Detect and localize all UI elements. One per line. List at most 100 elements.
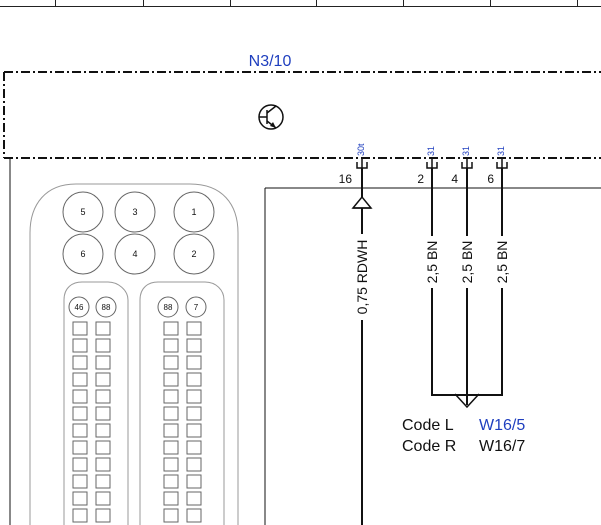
connector-pin-slot — [95, 457, 111, 472]
connector-face — [29, 183, 239, 525]
connector-pin-slot — [186, 338, 202, 353]
connector-cavity-label: 1 — [191, 207, 196, 217]
connector-pin-slot — [186, 440, 202, 455]
wire-labels: 0,75 RDWH 2,5 BN 2,5 BN 2,5 BN — [354, 234, 510, 320]
connector-pin-slot — [95, 474, 111, 489]
connector-pin-slot — [186, 389, 202, 404]
connector-pin-slot — [186, 474, 202, 489]
connector-pin-slot — [72, 508, 88, 523]
component-label: N3/10 — [249, 53, 292, 70]
connector-pin-slot — [163, 457, 179, 472]
connector-pin-slot — [72, 372, 88, 387]
connector-pin-slot — [72, 457, 88, 472]
pin-numbers: 16 2 4 6 — [339, 172, 495, 186]
top-table-row — [0, 0, 601, 7]
connector-cavity-label: 7 — [194, 303, 199, 312]
connector-pin-slot — [186, 423, 202, 438]
connector-cavity — [173, 191, 215, 233]
connector-pin-slot — [72, 440, 88, 455]
connector-cavity — [95, 296, 117, 318]
pin-stubs — [356, 158, 508, 169]
connector-strip-right — [139, 281, 225, 525]
connector-pin-slot — [95, 440, 111, 455]
connector-pin-slot — [72, 338, 88, 353]
connector-pin-slot — [95, 338, 111, 353]
code-ref: W16/5 — [479, 417, 525, 434]
connector-cavity — [114, 233, 156, 275]
connector-pin-slot — [163, 423, 179, 438]
connector-pin-slot — [72, 491, 88, 506]
connector-cavity-label: 5 — [80, 207, 85, 217]
connector-cavities: 5 3 1 6 4 2 46 88 88 7 — [62, 191, 215, 318]
connector-cavity-label: 88 — [102, 303, 111, 312]
pin-signal-label: 31 — [496, 146, 506, 156]
pin-number: 4 — [451, 172, 458, 186]
code-label: Code L — [402, 417, 454, 434]
pin-signal-label: 31 — [461, 146, 471, 156]
wire-label: 0,75 RDWH — [354, 240, 370, 315]
connector-cavity — [157, 296, 179, 318]
pin-signal-labels: 30t 31 31 31 — [356, 143, 506, 156]
connector-cavity-label: 88 — [164, 303, 173, 312]
connector-pin-slot — [186, 321, 202, 336]
wire-label: 2,5 BN — [459, 241, 475, 284]
connector-pin-slot — [95, 491, 111, 506]
connector-pin-slot — [72, 406, 88, 421]
connector-pin-slot — [186, 372, 202, 387]
connector-cavity-label: 46 — [75, 303, 84, 312]
connector-pin-slot — [163, 372, 179, 387]
component-box — [3, 71, 601, 159]
connector-pin-slot — [72, 474, 88, 489]
connector-pin-slot — [72, 321, 88, 336]
connector-cavity — [185, 296, 207, 318]
pin-signal-label: 31 — [426, 146, 436, 156]
connector-pin-slot — [163, 355, 179, 370]
transistor-symbol-icon — [258, 104, 284, 130]
connector-pin-slot — [95, 508, 111, 523]
connector-pin-slot — [163, 508, 179, 523]
pin-number: 2 — [417, 172, 424, 186]
connector-cavity-label: 2 — [191, 249, 196, 259]
connector-pin-slot — [95, 423, 111, 438]
connector-pin-slot — [95, 321, 111, 336]
direction-marker-icon — [351, 195, 373, 209]
connector-pin-slot — [72, 389, 88, 404]
connector-pin-slot — [163, 389, 179, 404]
connector-cavity-label: 6 — [80, 249, 85, 259]
connector-pin-slot — [72, 423, 88, 438]
connector-pin-slot — [95, 406, 111, 421]
connector-pin-slot — [186, 491, 202, 506]
splice-arrow — [454, 393, 480, 409]
connector-pin-grid — [72, 321, 202, 523]
connector-pin-slot — [186, 406, 202, 421]
connector-cavity — [114, 191, 156, 233]
connector-pin-slot — [163, 338, 179, 353]
wire-label: 2,5 BN — [424, 241, 440, 284]
connector-pin-slot — [95, 355, 111, 370]
connector-strip-left — [63, 281, 129, 525]
wires — [361, 168, 503, 525]
connector-cavity — [62, 191, 104, 233]
connector-cavity — [62, 233, 104, 275]
connector-pin-slot — [186, 457, 202, 472]
pin-signal-label: 30t — [356, 143, 366, 156]
connector-pin-slot — [163, 406, 179, 421]
code-references: Code L W16/5 Code R W16/7 — [402, 417, 525, 455]
connector-pin-slot — [163, 440, 179, 455]
connector-pin-slot — [186, 508, 202, 523]
code-label: Code R — [402, 438, 456, 455]
connector-cavity-label: 3 — [132, 207, 137, 217]
connector-cavity-label: 4 — [132, 249, 137, 259]
pin-number: 16 — [339, 172, 353, 186]
connector-pin-slot — [163, 321, 179, 336]
connector-pin-slot — [186, 355, 202, 370]
pin-number: 6 — [487, 172, 494, 186]
code-ref: W16/7 — [479, 438, 525, 455]
connector-pin-slot — [163, 491, 179, 506]
wire-label: 2,5 BN — [494, 241, 510, 284]
connector-cavity — [68, 296, 90, 318]
connector-pin-slot — [72, 355, 88, 370]
connector-pin-slot — [95, 389, 111, 404]
connector-pin-slot — [163, 474, 179, 489]
